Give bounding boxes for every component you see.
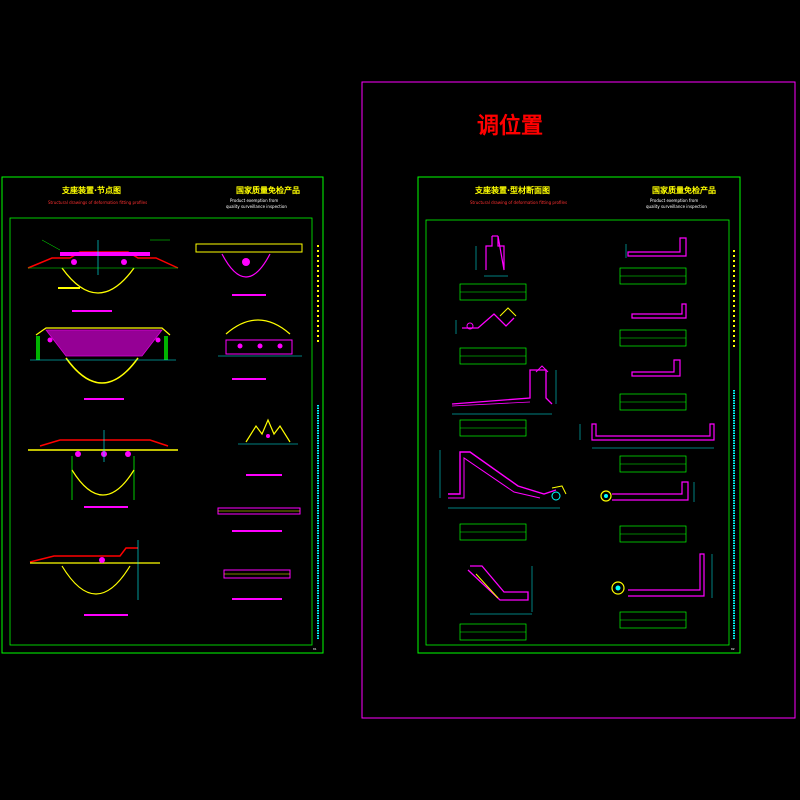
detail-9	[223, 569, 291, 600]
profile-f	[619, 237, 687, 285]
left-sheet-subtitle: Structural drawings of deformation fitti…	[48, 200, 147, 205]
anchor-bolt-icon	[155, 337, 161, 343]
left-sheet-page-no: 01	[313, 647, 317, 651]
profile-g	[619, 303, 687, 347]
profile-a	[459, 235, 527, 301]
left-sheet-subtitle-right-2: quality surveillance inspection	[226, 204, 287, 209]
profile-i	[579, 423, 715, 473]
left-sheet-title-right: 国家质量免检产品	[236, 185, 300, 195]
anchor-bolt-icon	[75, 451, 81, 457]
profile-j	[600, 481, 695, 543]
anchor-bolt-icon	[99, 557, 105, 563]
profile-b	[455, 307, 527, 365]
detail-3	[28, 430, 178, 508]
anchor-bolt-icon	[47, 337, 53, 343]
right-sheet-outer-border	[361, 81, 796, 719]
right-sheet-subtitle-right-1: Product exemption from	[650, 198, 698, 203]
profile-h	[619, 359, 687, 411]
right-sheet-title: 支座装置·型材断面图	[474, 185, 550, 195]
anchor-bolt-icon	[242, 258, 250, 266]
left-sheet-inner-border	[9, 217, 313, 646]
profile-k	[611, 553, 713, 629]
detail-7	[238, 418, 298, 476]
right-sheet-page-no: 02	[731, 647, 735, 651]
anchor-bolt-icon	[71, 259, 77, 265]
detail-6	[218, 319, 302, 380]
anchor-bolt-icon	[125, 451, 131, 457]
detail-8	[217, 507, 301, 532]
detail-5	[195, 243, 303, 296]
annotation-text: 调位置	[477, 113, 543, 139]
right-sheet-border	[417, 176, 741, 654]
right-sheet-inner-border	[425, 219, 730, 646]
detail-4	[29, 540, 160, 616]
right-sheet-subtitle-right-2: quality surveillance inspection	[646, 204, 707, 209]
left-sheet-subtitle-right-1: Product exemption from	[230, 198, 278, 203]
detail-2	[30, 327, 176, 400]
right-sheet-subtitle: Structural drawing of deformation fittin…	[470, 200, 567, 205]
profile-e	[459, 565, 533, 641]
right-sheet-title-right: 国家质量免检产品	[652, 185, 716, 195]
left-sheet: 支座装置·节点图 Structural drawings of deformat…	[1, 176, 324, 654]
profile-d	[439, 450, 567, 541]
left-sheet-border	[1, 176, 324, 654]
profile-c	[451, 365, 557, 437]
detail-1	[27, 239, 179, 312]
left-sheet-title: 支座装置·节点图	[61, 185, 121, 195]
anchor-bolt-icon	[121, 259, 127, 265]
right-sheet: 支座装置·型材断面图 Structural drawing of deforma…	[417, 176, 741, 654]
